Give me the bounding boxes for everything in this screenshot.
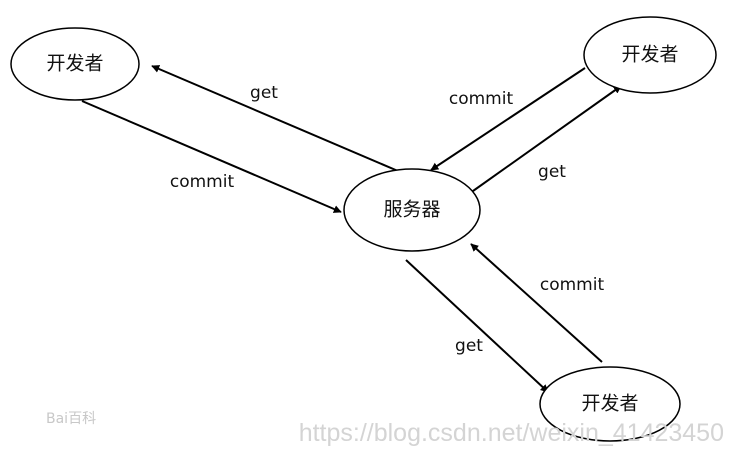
edge-label-tl-get: get — [250, 83, 278, 103]
url-watermark: https://blog.csdn.net/weixin_41423450 — [299, 419, 724, 447]
node-label: 开发者 — [46, 53, 103, 75]
edge-dev-top-right-to-server — [430, 67, 586, 171]
edge-server-to-dev-bottom-right — [405, 259, 549, 393]
edge-label-br-get: get — [455, 336, 483, 356]
node-developer-bottom-right: 开发者 — [539, 366, 681, 442]
node-label: 开发者 — [621, 44, 678, 66]
edge-dev-top-left-to-server — [81, 100, 342, 213]
edge-label-tr-commit: commit — [449, 89, 514, 109]
edge-label-tl-commit: commit — [170, 172, 235, 192]
node-developer-top-left: 开发者 — [10, 27, 140, 101]
node-label: 开发者 — [581, 393, 638, 415]
edge-server-to-dev-top-left — [151, 65, 399, 172]
edge-label-tr-get: get — [538, 162, 566, 182]
edge-label-br-commit: commit — [540, 275, 605, 295]
edge-server-to-dev-top-right — [472, 85, 622, 192]
node-server: 服务器 — [343, 168, 481, 252]
node-developer-top-right: 开发者 — [583, 16, 717, 94]
baidu-baike-watermark: Bai百科 — [46, 411, 96, 427]
node-label: 服务器 — [383, 199, 440, 221]
edge-dev-bottom-right-to-server — [470, 243, 603, 363]
